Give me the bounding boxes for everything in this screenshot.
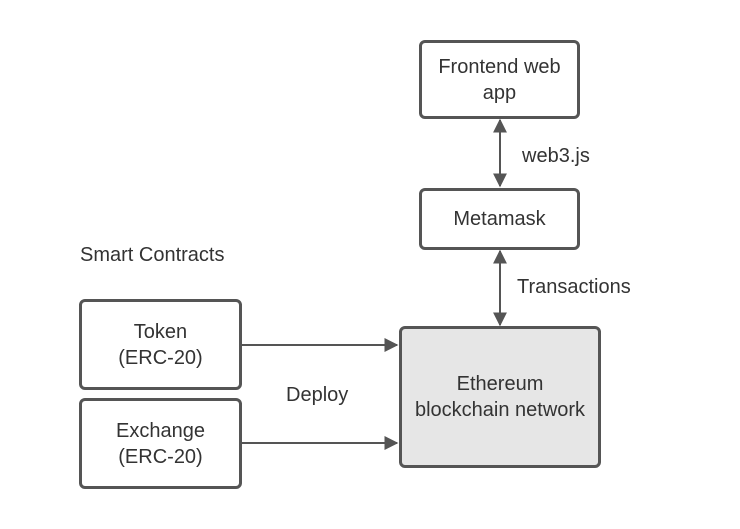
frontend-line1: Frontend web bbox=[438, 55, 561, 78]
token-line1: Token bbox=[133, 320, 188, 343]
ethereum-network-node: Ethereum blockchain network bbox=[399, 326, 601, 468]
frontend-web-app-node: Frontend web app bbox=[419, 40, 580, 119]
token-line2: (ERC-20) bbox=[118, 346, 203, 369]
frontend-line2: app bbox=[482, 81, 517, 104]
exchange-line1: Exchange bbox=[116, 419, 205, 442]
token-contract-node: Token (ERC-20) bbox=[79, 299, 242, 390]
exchange-line2: (ERC-20) bbox=[118, 445, 203, 468]
web3-label: web3.js bbox=[522, 145, 590, 167]
ethereum-line2: blockchain network bbox=[414, 399, 586, 421]
deploy-label: Deploy bbox=[286, 384, 349, 406]
exchange-contract-node: Exchange (ERC-20) bbox=[79, 398, 242, 489]
metamask-label: Metamask bbox=[453, 208, 546, 230]
smart-contracts-heading: Smart Contracts bbox=[80, 244, 225, 266]
metamask-node: Metamask bbox=[419, 188, 580, 250]
ethereum-line1: Ethereum bbox=[456, 373, 544, 395]
transactions-label: Transactions bbox=[517, 276, 631, 298]
